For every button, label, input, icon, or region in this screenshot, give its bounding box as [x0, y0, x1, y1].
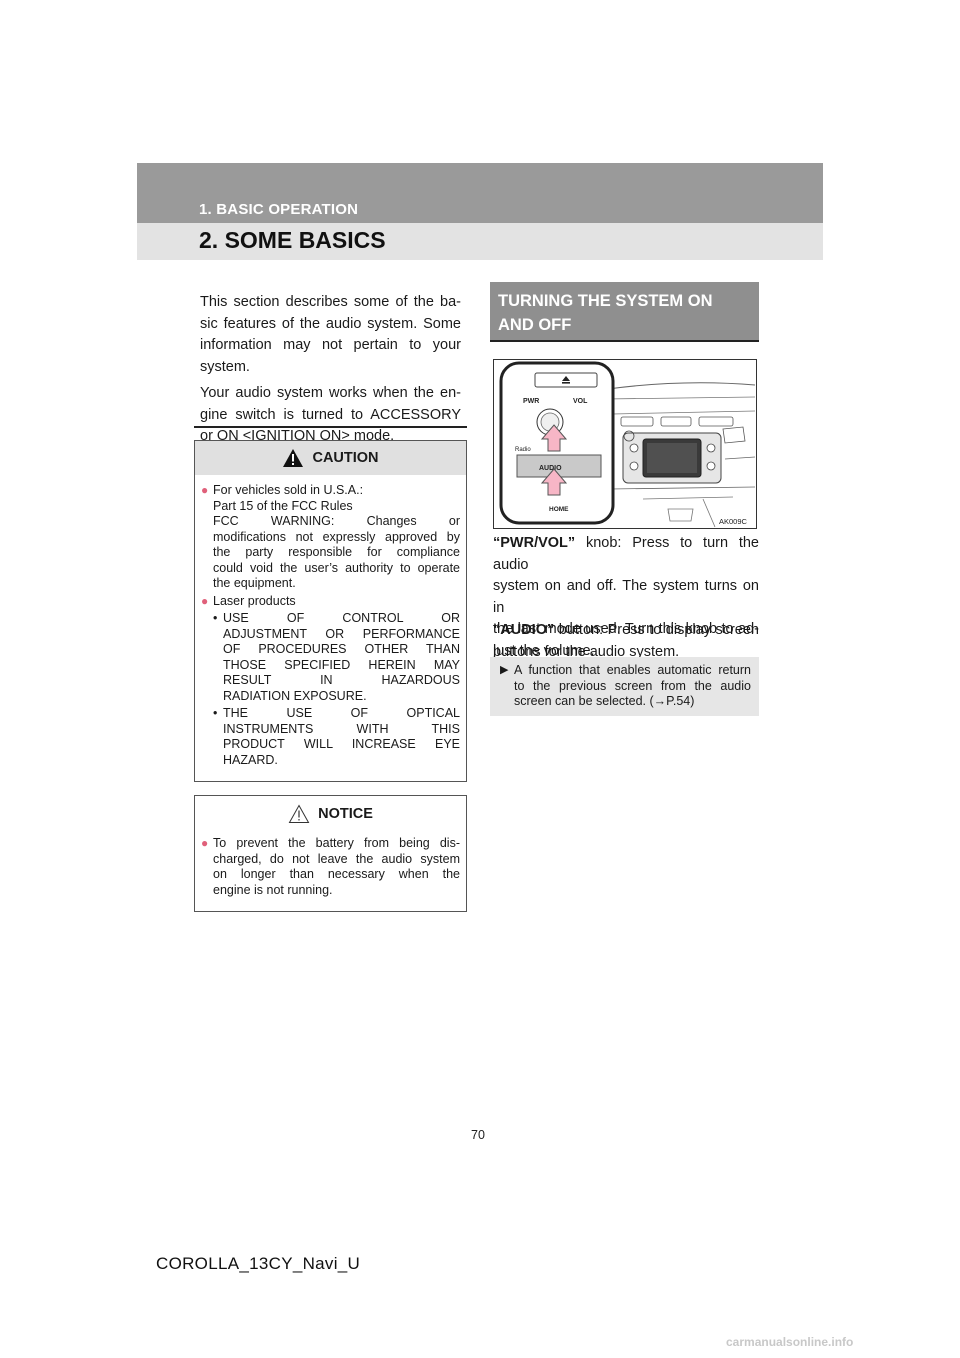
bullet-icon: ● [201, 483, 209, 497]
radio-label: Radio [515, 447, 531, 453]
notice-body: ● To prevent the battery from being dis-… [195, 828, 466, 898]
text-line: ADJUSTMENT OR PERFORMANCE [223, 626, 460, 641]
header-band [137, 163, 823, 223]
text-line: For vehicles sold in U.S.A.: [213, 483, 364, 497]
text-line: on longer than necessary when the [213, 867, 460, 881]
heading-line: AND OFF [498, 316, 572, 334]
text-line: To prevent the battery from being dis- [213, 836, 460, 850]
text-line: OF PROCEDURES OTHER THAN [223, 642, 460, 656]
text-line: INSTRUMENTS WITH THIS [223, 721, 460, 736]
sub-list-item: • THE USE OF OPTICAL INSTRUMENTS WITH TH… [213, 706, 460, 767]
text-line: engine is not running. [213, 882, 333, 897]
list-item: ● For vehicles sold in U.S.A.: Part 15 o… [201, 483, 460, 592]
text-line: Laser products [213, 593, 296, 608]
text-line: THE USE OF OPTICAL [223, 706, 460, 720]
text-line: PRODUCT WILL INCREASE EYE [223, 737, 460, 751]
page-title: 2. SOME BASICS [199, 227, 386, 253]
section-label: 1. BASIC OPERATION [199, 201, 359, 218]
caution-header: CAUTION [195, 441, 466, 475]
audio-key: “AUDIO” [493, 622, 555, 638]
list-item: ● Laser products [201, 594, 460, 610]
text-line: could void the user’s authority to opera… [213, 560, 460, 575]
figure-code: AK009C [719, 517, 748, 526]
vol-label: VOL [573, 398, 588, 405]
text-line: This section describes some of the ba- [200, 294, 461, 310]
notice-box: NOTICE ● To prevent the battery from bei… [194, 795, 467, 912]
audio-label: AUDIO [539, 465, 562, 472]
text-line: just the volume. [493, 642, 595, 659]
text-line: THOSE SPECIFIED HEREIN MAY [223, 657, 460, 672]
intro-paragraph-2: Your audio system works when the en- gin… [200, 383, 461, 448]
text-line: Part 15 of the FCC Rules [213, 498, 353, 513]
turning-heading: TURNING THE SYSTEM ON AND OFF [490, 282, 759, 342]
text-line: the party responsible for compliance [213, 545, 460, 559]
text-line: modifications not expressly approved by [213, 529, 460, 544]
text-line: to the previous screen from the audio [514, 678, 751, 693]
text-line: sic features of the audio system. Some [200, 315, 461, 332]
text-line: information may not pertain to your [200, 337, 461, 353]
intro-paragraph-1: This section describes some of the ba- s… [200, 292, 461, 378]
text-line: HAZARD. [223, 752, 278, 767]
notice-header: NOTICE [195, 800, 466, 828]
watermark: carmanualsonline.info [726, 1335, 854, 1349]
list-item: ● To prevent the battery from being dis-… [201, 836, 460, 898]
text-line: gine switch is turned to ACCESSORY [200, 406, 461, 423]
triangle-bullet-icon: ▶ [500, 664, 509, 676]
text-line: button: Press to display screen [554, 622, 759, 638]
text-line: Your audio system works when the en- [200, 385, 461, 401]
pwr-vol-description: “PWR/VOL” knob: Press to turn the audio … [493, 533, 759, 662]
text-line: RESULT IN HAZARDOUS [223, 673, 460, 687]
text-line: charged, do not leave the audio system [213, 851, 460, 866]
text-line: RADIATION EXPOSURE. [223, 688, 367, 703]
intro-box: This section describes some of the ba- s… [194, 282, 467, 444]
sub-list-item: • USE OF CONTROL OR ADJUSTMENT OR PERFOR… [213, 611, 460, 703]
press-arrow-icon [540, 424, 568, 452]
text-line: system. [200, 358, 250, 375]
text-line: system on and off. The system turns on i… [493, 578, 759, 616]
footer-code: COROLLA_13CY_Navi_U [156, 1254, 361, 1273]
caution-box: CAUTION ● For vehicles sold in U.S.A.: P… [194, 440, 467, 782]
bullet-icon: ● [201, 593, 209, 608]
text-line: the equipment. [213, 576, 296, 590]
caution-heading: CAUTION [312, 450, 379, 466]
text-line: screen can be selected. (→P.54) [514, 694, 695, 708]
heading-line: TURNING THE SYSTEM ON [498, 292, 713, 310]
warning-icon [283, 449, 304, 467]
audio-description: “AUDIO” button: Press to display screen … [493, 620, 759, 663]
notice-icon [288, 804, 310, 823]
text-line: FCC WARNING: Changes or [213, 514, 460, 528]
caution-body: ● For vehicles sold in U.S.A.: Part 15 o… [195, 475, 466, 768]
text-line: knob: Press to turn the audio [493, 535, 759, 573]
notice-heading: NOTICE [318, 806, 373, 822]
text-line: buttons for the audio system. [493, 643, 680, 660]
home-label: HOME [549, 506, 569, 513]
text-line: the last mode used. Turn this knob to ad… [493, 621, 759, 637]
press-arrow-icon [540, 468, 568, 496]
bullet-icon: ● [201, 836, 209, 850]
dashboard-figure: PWR VOL Radio AUDIO HOME AK009C [493, 359, 757, 529]
page-number: 70 [471, 1128, 485, 1142]
info-note: ▶ A function that enables automatic retu… [490, 657, 759, 716]
title-band [137, 223, 823, 260]
pwr-label: PWR [523, 398, 539, 405]
text-line: A function that enables automatic return [514, 663, 751, 677]
pwr-vol-key: “PWR/VOL” [493, 535, 576, 551]
text-line: USE OF CONTROL OR [223, 611, 460, 625]
